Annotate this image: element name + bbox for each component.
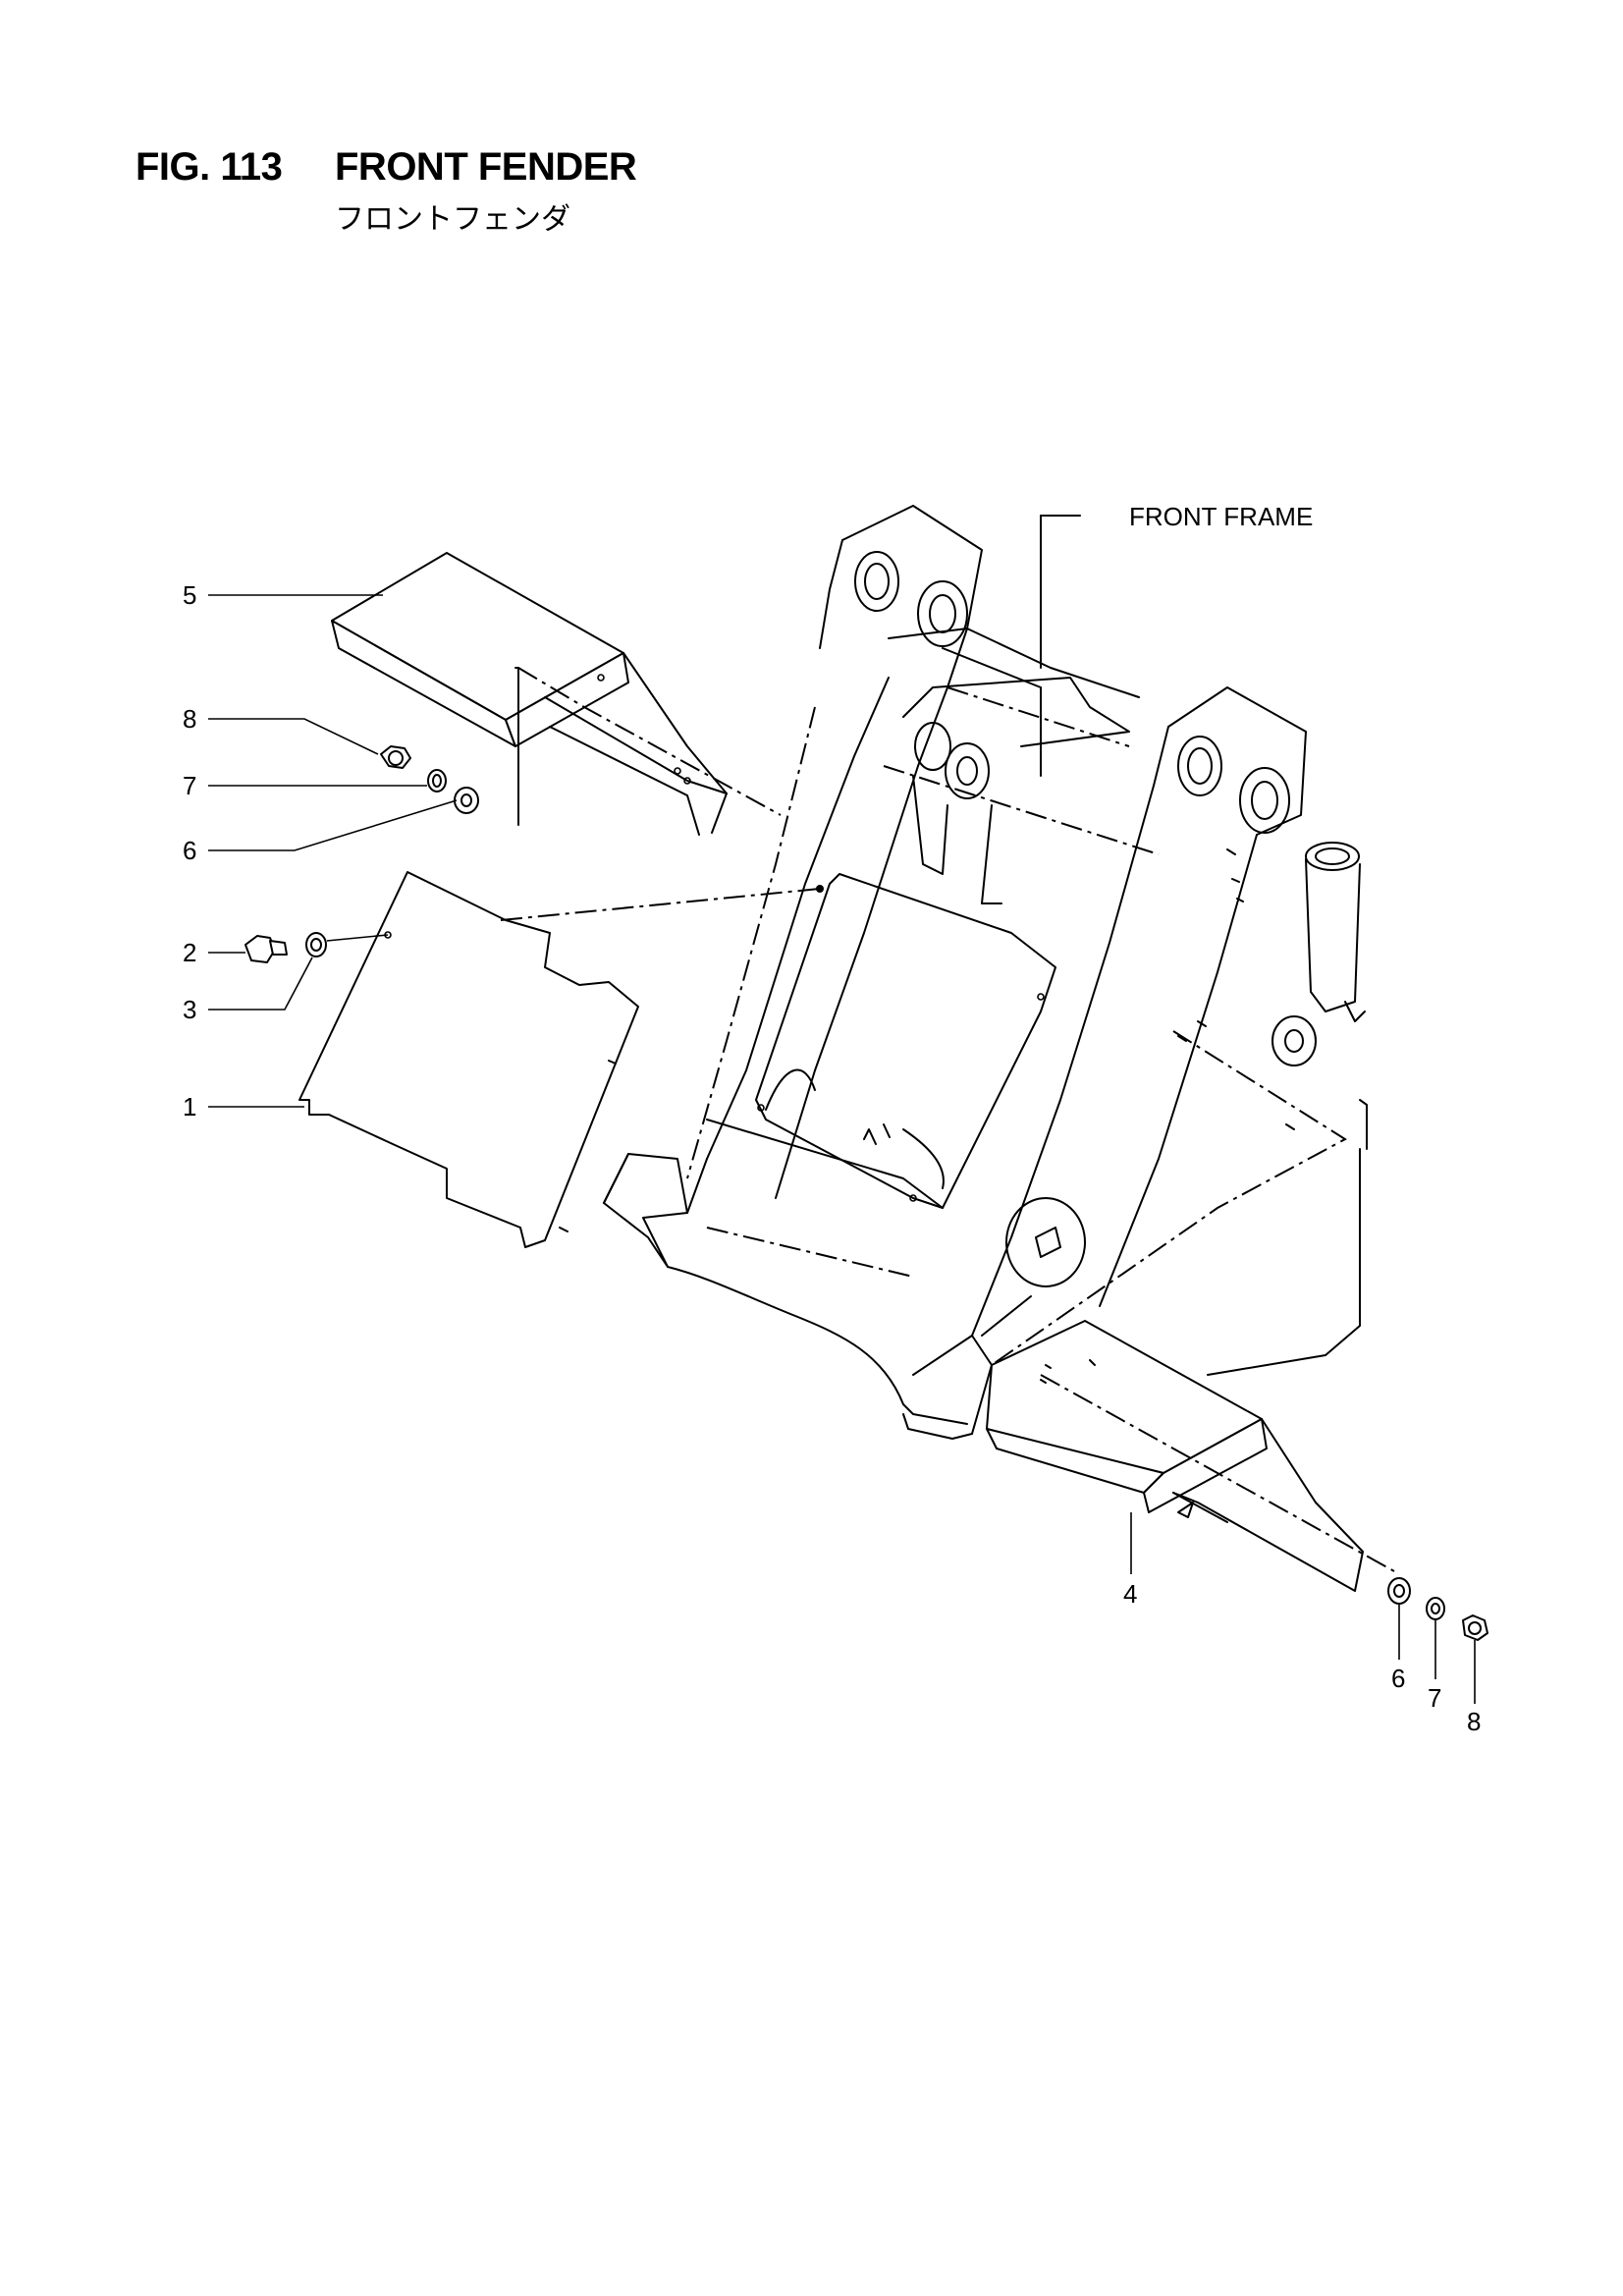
callout-5: 5: [183, 580, 196, 610]
callout-1: 1: [183, 1092, 196, 1121]
callout-3: 3: [183, 995, 196, 1024]
callout-7-lower: 7: [1428, 1683, 1441, 1713]
callout-2: 2: [183, 938, 196, 967]
front-frame-drawing: [603, 505, 1368, 1440]
hardware-2-3: [244, 932, 389, 963]
callout-8-lower: 8: [1467, 1707, 1481, 1736]
callout-6-lower: 6: [1391, 1664, 1405, 1693]
hardware-lower-right: [1387, 1577, 1488, 1641]
callout-7-upper: 7: [183, 771, 196, 800]
front-frame-label: FRONT FRAME: [1129, 502, 1313, 531]
hardware-upper-left: [380, 745, 479, 814]
figure-number: FIG. 113: [135, 145, 283, 189]
part-5-fender-left: [331, 552, 782, 836]
figure-title-japanese: フロントフェンダ: [335, 202, 570, 237]
callout-8-upper: 8: [183, 704, 196, 734]
callout-6-upper: 6: [183, 836, 196, 865]
callout-4: 4: [1123, 1579, 1137, 1609]
part-4-fender-right: [986, 1320, 1395, 1592]
part-1-cover-plate: [298, 871, 639, 1248]
callout-leaders: [208, 594, 1476, 1704]
callout-numbers: 5 8 7 6 2 3 1 4 6 7 8: [183, 580, 1481, 1736]
figure-title: FRONT FENDER: [335, 145, 637, 189]
